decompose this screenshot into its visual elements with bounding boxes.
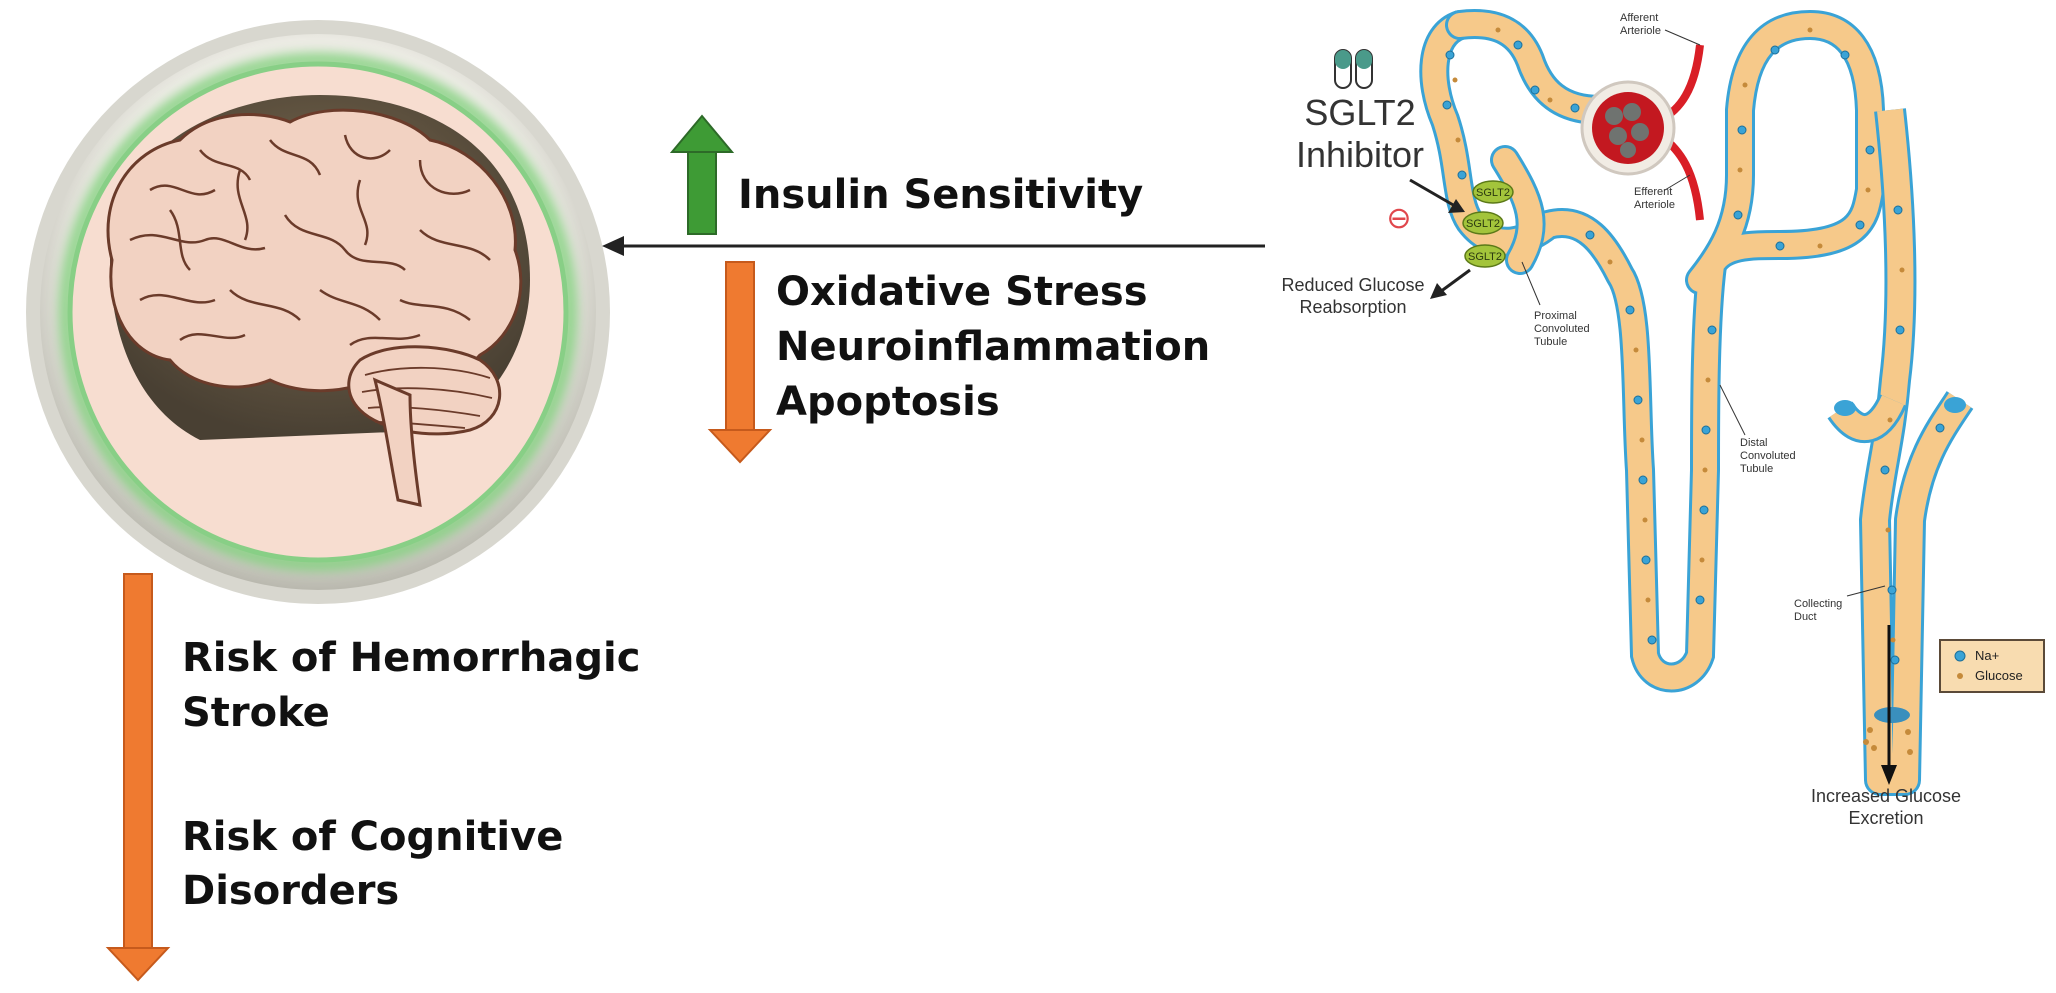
outcome-cognitive-line-2: Disorders (182, 868, 400, 914)
outcome-down-arrow-icon (105, 573, 171, 982)
efferent-line-1: Efferent (1634, 186, 1673, 198)
duct-outlet (1874, 707, 1910, 723)
outcome-hemorrhagic-line-2: Stroke (182, 690, 330, 736)
sglt2-label-1: SGLT2 (1476, 187, 1510, 199)
pct-line-2: Convoluted (1534, 323, 1590, 335)
pill-icon (1334, 49, 1373, 89)
sglt2-transporter-icons (1462, 180, 1514, 268)
reduced-line-1: Reduced Glucose (1281, 275, 1425, 295)
outcome-cognitive-line-1: Risk of Cognitive (182, 814, 564, 860)
dct-line-2: Convoluted (1740, 450, 1796, 462)
pct-line-3: Tubule (1534, 336, 1568, 348)
dct-label: Distal Convoluted Tubule (1740, 437, 1796, 476)
badge-green-glow (60, 54, 576, 570)
down-arrow-icon (707, 261, 773, 464)
reduced-line-2: Reabsorption (1299, 297, 1407, 317)
inhibit-symbol: ⊖ (1386, 201, 1411, 236)
afferent-label: Afferent Arteriole (1620, 12, 1661, 38)
drug-label: SGLT2 Inhibitor (1295, 92, 1425, 176)
brainstem-icon (372, 377, 422, 507)
outcome-hemorrhagic-line-1: Risk of Hemorrhagic (182, 635, 641, 681)
drug-label-line-1: SGLT2 (1304, 92, 1416, 133)
afferent-line-1: Afferent (1620, 12, 1659, 24)
increased-line-1: Increased Glucose (1810, 786, 1962, 806)
glomerulus-icon (1580, 44, 1704, 221)
increased-line-2: Excretion (1848, 808, 1924, 828)
brain-badge (26, 20, 610, 604)
brain-icon (106, 108, 523, 507)
effect-down-label-3: Apoptosis (776, 379, 1000, 425)
reduced-reabsorption-label: Reduced Glucose Reabsorption (1268, 274, 1438, 318)
dct-line-1: Distal (1740, 437, 1768, 449)
dct-line-3: Tubule (1740, 463, 1774, 475)
sglt2-label-2: SGLT2 (1466, 218, 1500, 230)
legend-box (1939, 639, 2045, 693)
link-arrow (602, 236, 1265, 256)
afferent-line-2: Arteriole (1620, 25, 1661, 37)
legend-glucose: Glucose (1975, 668, 2023, 683)
efferent-label: Efferent Arteriole (1634, 186, 1675, 212)
collecting-line-1: Collecting (1794, 598, 1843, 610)
collecting-duct-label: Collecting Duct (1794, 598, 1842, 624)
pct-label: Proximal Convoluted Tubule (1534, 310, 1590, 349)
efferent-line-2: Arteriole (1634, 199, 1675, 211)
drug-label-line-2: Inhibitor (1295, 134, 1425, 175)
increased-excretion-label: Increased Glucose Excretion (1796, 785, 1976, 829)
sglt2-label-3: SGLT2 (1468, 251, 1502, 263)
up-arrow-icon (669, 114, 735, 235)
pct-line-1: Proximal (1534, 310, 1577, 322)
effect-down-label-2: Neuroinflammation (776, 324, 1211, 370)
effect-down-label-1: Oxidative Stress (776, 269, 1148, 315)
collecting-line-2: Duct (1794, 611, 1817, 623)
effect-up-label: Insulin Sensitivity (738, 172, 1144, 218)
nephron-diagram (1334, 9, 2045, 796)
legend-na: Na+ (1975, 648, 1999, 663)
